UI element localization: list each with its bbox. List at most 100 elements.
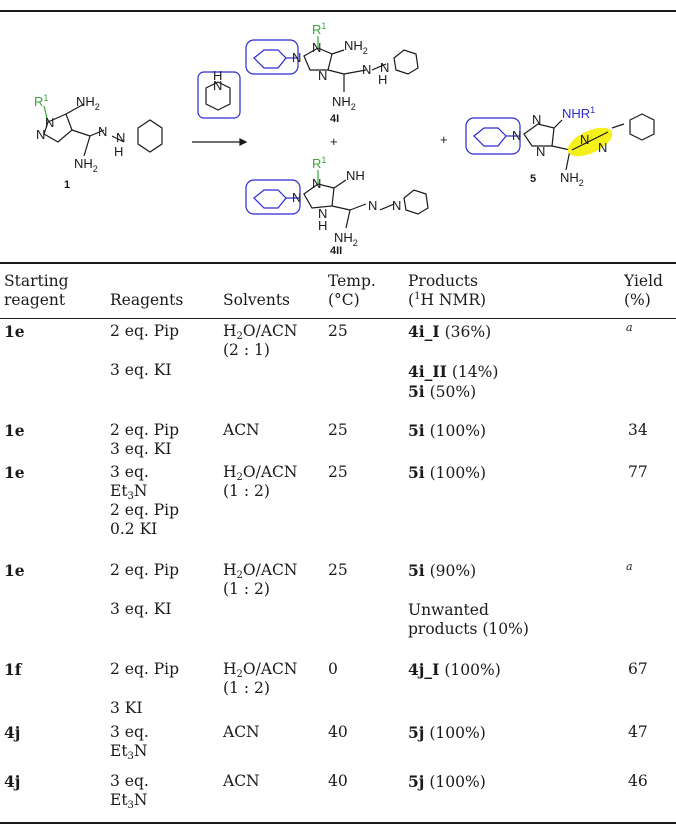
table-row-3-reagents: 3 eq. Et3N 2 eq. Pip 0.2 KI <box>110 463 180 538</box>
svg-text:NH2: NH2 <box>332 94 356 112</box>
table-row-5-products: 4j_I (100%) <box>408 660 501 679</box>
svg-text:N: N <box>292 190 301 205</box>
table-row-5-reagents: 2 eq. Pip 3 KI <box>110 660 180 717</box>
svg-text:N: N <box>318 206 327 221</box>
svg-text:H: H <box>318 218 327 233</box>
plus-1: + <box>330 134 338 149</box>
table-row-1-start: 1e <box>4 322 25 341</box>
table-row-7-start: 4j <box>4 772 21 791</box>
compound-1-n1: N <box>45 115 54 130</box>
table-row-3-products: 5i (100%) <box>408 463 487 482</box>
table-row-1-products: 4i_I (36%) 4i_II (14%) 5i (50%) <box>408 322 499 401</box>
table-row-3-start: 1e <box>4 463 25 482</box>
table-row-2-yield: 34 <box>628 421 648 439</box>
table-row-4-temp: 25 <box>328 561 348 579</box>
reaction-scheme: R1 N N NH2 N N H NH2 1 H N R1 N N N NH2 … <box>34 21 655 257</box>
table-row-7-products: 5j (100%) <box>408 772 486 791</box>
svg-text:R1: R1 <box>312 155 326 171</box>
table-row-3-solvent: H2O/ACN (1 : 2) <box>223 463 298 500</box>
svg-text:N: N <box>362 62 371 77</box>
svg-text:NHR1: NHR1 <box>562 105 595 121</box>
pip-nh: H <box>213 68 222 83</box>
svg-text:N: N <box>598 140 607 155</box>
compound-4I-structure <box>245 39 299 75</box>
table-row-4-products: 5i (90%) Unwanted products (10%) <box>408 561 529 638</box>
svg-text:N: N <box>380 60 389 75</box>
table-row-1-solvent: H2O/ACN (2 : 1) <box>223 322 298 359</box>
table-top-rule <box>0 262 676 264</box>
table-row-6-solvent: ACN <box>223 723 260 741</box>
table-row-4-start: 1e <box>4 561 25 580</box>
compound-1-nh2-top: NH2 <box>76 94 100 112</box>
compound-1-azo-n: N <box>98 124 107 139</box>
compound-1-label: 1 <box>64 179 70 191</box>
compound-4II-structure <box>245 179 301 215</box>
table-row-6-start: 4j <box>4 723 21 742</box>
azo-highlight <box>567 127 613 157</box>
header-rule <box>0 318 676 319</box>
table-row-6-products: 5j (100%) <box>408 723 486 742</box>
plus-2: + <box>440 132 448 147</box>
compound-1-r1: R1 <box>34 93 48 109</box>
table-row-1-yield: a <box>626 321 633 334</box>
table-row-6-yield: 47 <box>628 723 648 741</box>
header-reagents: Reagents <box>110 291 184 309</box>
table-row-2-solvent: ACN <box>223 421 260 439</box>
table-row-4-yield: a <box>626 560 633 573</box>
svg-text:N: N <box>536 144 545 159</box>
svg-text:N: N <box>312 40 321 55</box>
svg-text:N: N <box>580 132 589 147</box>
piperidine-reagent <box>205 81 231 111</box>
table-row-2-start: 1e <box>4 421 25 440</box>
svg-text:NH2: NH2 <box>560 170 584 188</box>
svg-text:NH: NH <box>346 168 365 183</box>
pip-n: N <box>213 78 222 93</box>
table-row-5-yield: 67 <box>628 660 648 678</box>
table-row-7-yield: 46 <box>628 772 648 790</box>
compound-1-n3: N <box>36 127 45 142</box>
header-temp: Temp.(°C) <box>328 272 376 309</box>
table-bottom-rule <box>0 822 676 824</box>
compound-5-structure <box>465 117 521 155</box>
svg-text:R1: R1 <box>312 21 326 37</box>
svg-text:N: N <box>392 198 401 213</box>
compound-1-h: H <box>114 144 123 159</box>
svg-text:N: N <box>292 50 301 65</box>
table-row-2-temp: 25 <box>328 421 348 439</box>
table-row-5-temp: 0 <box>328 660 338 678</box>
compound-1-structure <box>43 103 163 157</box>
header-solvents: Solvents <box>223 291 291 309</box>
table-row-2-products: 5i (100%) <box>408 421 487 440</box>
svg-text:N: N <box>312 176 321 191</box>
svg-text:N: N <box>318 68 327 83</box>
table-row-3-yield: 77 <box>628 463 648 481</box>
table-row-6-temp: 40 <box>328 723 348 741</box>
svg-text:N: N <box>368 198 377 213</box>
compound-1-nh: N <box>116 130 125 145</box>
table-row-3-temp: 25 <box>328 463 348 481</box>
svg-text:H: H <box>378 72 387 87</box>
svg-text:N: N <box>512 128 521 143</box>
svg-text:NH2: NH2 <box>344 38 368 56</box>
top-rule <box>0 10 676 12</box>
compound-4I-label: 4I <box>330 113 339 125</box>
table-row-7-solvent: ACN <box>223 772 260 790</box>
header-yield: Yield(%) <box>624 272 663 309</box>
table-row-4-solvent: H2O/ACN (1 : 2) <box>223 561 298 598</box>
table-row-1-reagents: 2 eq. Pip 3 eq. KI <box>110 322 180 379</box>
table-row-1-temp: 25 <box>328 322 348 340</box>
svg-text:NH2: NH2 <box>334 230 358 248</box>
compound-4II-label: 4II <box>330 245 342 257</box>
svg-text:N: N <box>532 112 541 127</box>
compound-5-label: 5 <box>530 173 536 185</box>
table-row-4-reagents: 2 eq. Pip 3 eq. KI <box>110 561 180 618</box>
table-row-5-start: 1f <box>4 660 22 679</box>
header-products: Products (1H NMR) <box>408 272 487 309</box>
table-row-7-reagents: 3 eq. Et3N <box>110 772 149 811</box>
table-row-6-reagents: 3 eq. Et3N <box>110 723 149 762</box>
table-row-7-temp: 40 <box>328 772 348 790</box>
compound-1-nh2: NH2 <box>74 156 98 174</box>
table-row-5-solvent: H2O/ACN (1 : 2) <box>223 660 298 697</box>
